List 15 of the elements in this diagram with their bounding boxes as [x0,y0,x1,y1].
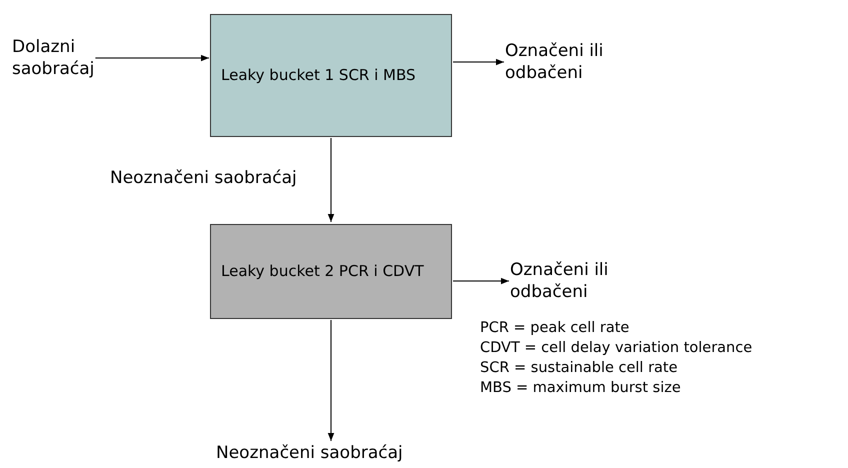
note-text: MBS = maximum burst size [480,379,682,398]
arrow [328,320,334,442]
arrow [94,54,210,62]
note-text: SCR = sustainable cell rate [480,359,679,378]
flow-text: Dolazni saobraćaj [12,36,122,80]
arrow [328,138,334,222]
process-box: Leaky bucket 1 SCR i MBS [210,14,452,137]
flow-text: Neoznačeni saobraćaj [216,442,416,464]
note-text: PCR = peak cell rate [480,319,630,338]
flow-text: Označeni ili odbačeni [510,259,630,304]
arrow [452,278,510,284]
note-text: CDVT = cell delay variation tolerance [480,339,752,358]
process-box: Leaky bucket 2 PCR i CDVT [210,224,452,319]
arrow [452,58,504,66]
flow-text: Označeni ili odbačeni [505,40,625,84]
